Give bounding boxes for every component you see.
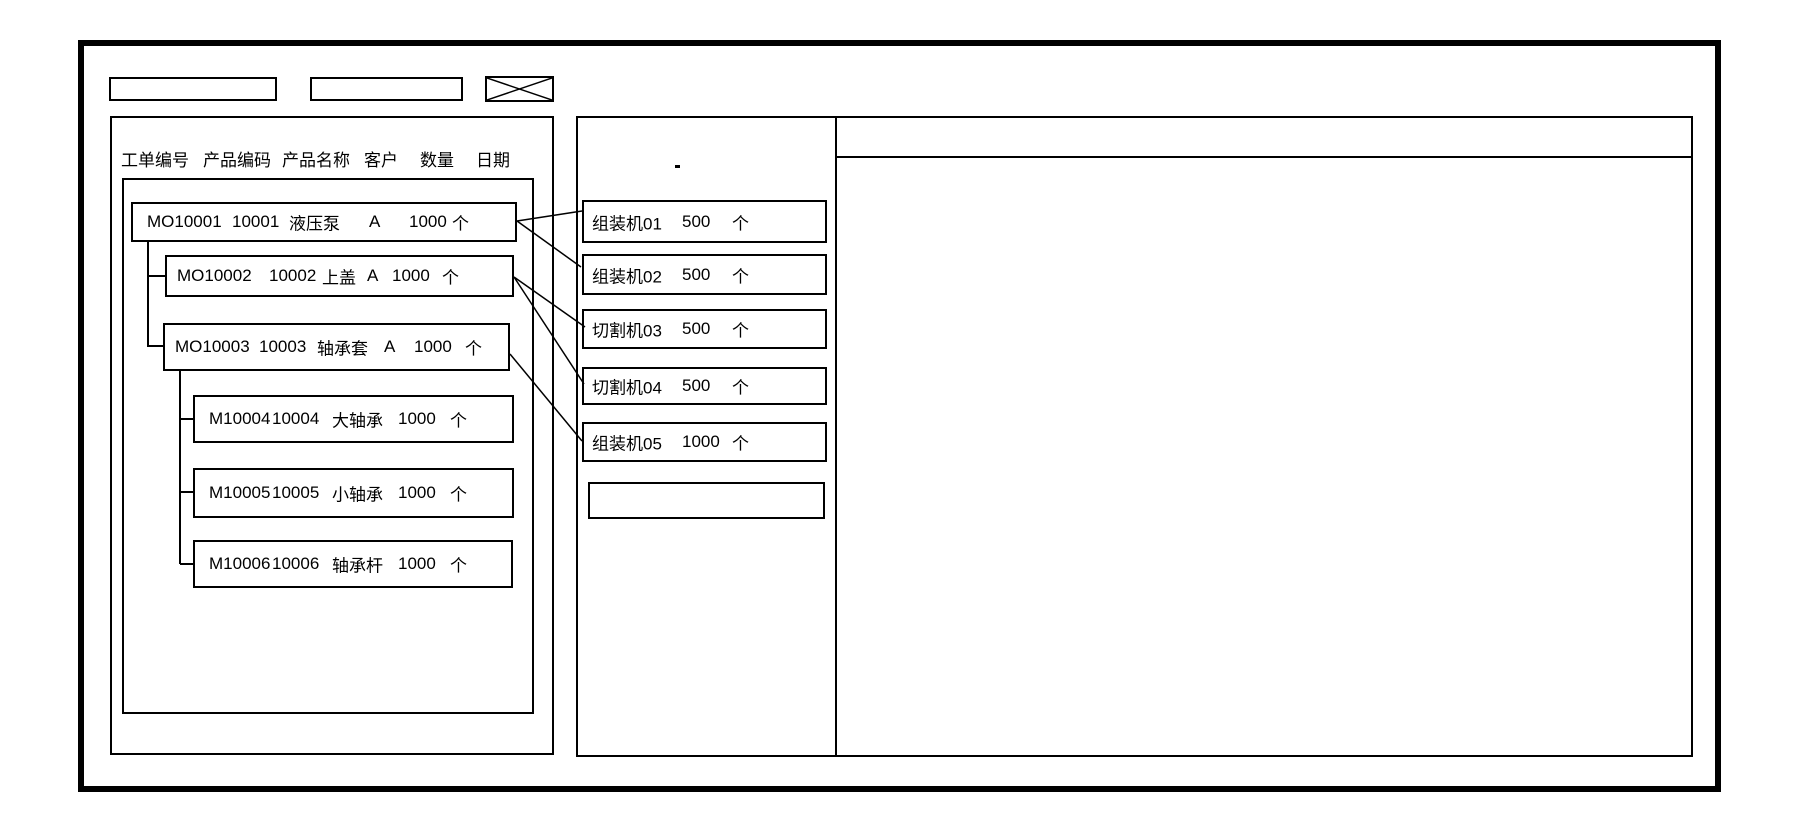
- order-card-mo10002[interactable]: MO10002 10002 上盖 A 1000 个: [165, 255, 514, 297]
- unit: 个: [442, 268, 459, 288]
- order-card-m10005[interactable]: M10005 10005 小轴承 1000 个: [193, 468, 514, 518]
- column-header-customer: 客户: [364, 151, 398, 170]
- machine-qty: 500: [682, 211, 711, 231]
- tree-line-trunk-2: [179, 371, 181, 564]
- tree-line-stub-m10006: [180, 563, 194, 565]
- machine-card-zuzhuangji05[interactable]: 组装机05 1000 个: [582, 422, 827, 462]
- toolbar-field-1[interactable]: [109, 77, 277, 101]
- unit: 个: [732, 267, 749, 286]
- unit: 个: [450, 411, 467, 431]
- product-name: 上盖: [322, 268, 356, 288]
- product-name: 轴承套: [317, 339, 368, 359]
- order-card-mo10001[interactable]: MO10001 10001 液压泵 A 1000 个: [131, 202, 517, 242]
- order-no: M10004: [209, 409, 271, 428]
- column-header-order-no: 工单编号: [121, 151, 189, 170]
- tree-line-stub-m10004: [180, 418, 194, 420]
- product-code: 10001: [232, 212, 280, 231]
- unit: 个: [452, 214, 469, 234]
- product-code: 10004: [272, 409, 320, 428]
- schedule-panel: [835, 116, 1693, 757]
- product-code: 10002: [269, 266, 317, 285]
- machine-qty: 500: [682, 264, 711, 284]
- machine-card-qiegeji04[interactable]: 切割机04 500 个: [582, 367, 827, 405]
- tree-line-stub-mo10003: [148, 345, 164, 347]
- machines-panel-dot: [675, 165, 680, 168]
- close-button[interactable]: [485, 76, 554, 102]
- machine-name: 组装机05: [592, 434, 662, 454]
- product-name: 大轴承: [332, 411, 383, 431]
- order-card-mo10003[interactable]: MO10003 10003 轴承套 A 1000 个: [163, 323, 510, 371]
- unit: 个: [465, 339, 482, 359]
- machine-name: 切割机04: [592, 378, 662, 398]
- tree-line-stub-mo10002: [148, 275, 166, 277]
- customer: A: [369, 212, 381, 231]
- quantity: 1000: [398, 409, 436, 428]
- product-name: 液压泵: [289, 214, 340, 234]
- column-header-product-code: 产品编码: [203, 151, 271, 170]
- machine-qty: 1000: [682, 432, 720, 451]
- machine-card-empty[interactable]: [588, 482, 825, 519]
- product-name: 小轴承: [332, 485, 383, 505]
- unit: 个: [450, 485, 467, 505]
- order-no: MO10002: [177, 266, 252, 285]
- close-x-icon: [487, 78, 552, 100]
- machine-card-zuzhuangji01[interactable]: 组装机01 500 个: [582, 200, 827, 243]
- customer: A: [384, 337, 396, 356]
- quantity: 1000: [414, 337, 452, 356]
- product-code: 10005: [272, 483, 320, 502]
- order-no: M10005: [209, 483, 271, 502]
- machine-name: 组装机02: [592, 267, 662, 286]
- column-header-qty: 数量: [420, 151, 454, 170]
- tree-line-trunk-1: [147, 242, 149, 347]
- toolbar-field-2[interactable]: [310, 77, 463, 101]
- machine-qty: 500: [682, 376, 711, 395]
- unit: 个: [732, 434, 749, 454]
- unit: 个: [450, 556, 467, 576]
- machine-name: 切割机03: [592, 321, 662, 341]
- product-name: 轴承杆: [332, 556, 383, 576]
- product-code: 10003: [259, 337, 307, 356]
- order-no: MO10001: [147, 212, 222, 231]
- unit: 个: [732, 214, 749, 233]
- column-header-date: 日期: [476, 151, 510, 170]
- schedule-header-divider: [837, 156, 1691, 158]
- quantity: 1000: [398, 554, 436, 573]
- quantity: 1000: [392, 266, 430, 285]
- customer: A: [367, 266, 379, 285]
- tree-line-stub-m10005: [180, 491, 194, 493]
- machine-card-qiegeji03[interactable]: 切割机03 500 个: [582, 309, 827, 349]
- product-code: 10006: [272, 554, 320, 573]
- order-no: MO10003: [175, 337, 250, 356]
- order-card-m10004[interactable]: M10004 10004 大轴承 1000 个: [193, 395, 514, 443]
- order-no: M10006: [209, 554, 271, 573]
- machine-card-zuzhuangji02[interactable]: 组装机02 500 个: [582, 254, 827, 295]
- order-card-m10006[interactable]: M10006 10006 轴承杆 1000 个: [193, 540, 513, 588]
- unit: 个: [732, 378, 749, 398]
- machine-name: 组装机01: [592, 214, 662, 233]
- unit: 个: [732, 321, 749, 341]
- column-header-product-name: 产品名称: [282, 151, 350, 170]
- quantity: 1000: [409, 212, 447, 231]
- machine-qty: 500: [682, 319, 711, 338]
- quantity: 1000: [398, 483, 436, 502]
